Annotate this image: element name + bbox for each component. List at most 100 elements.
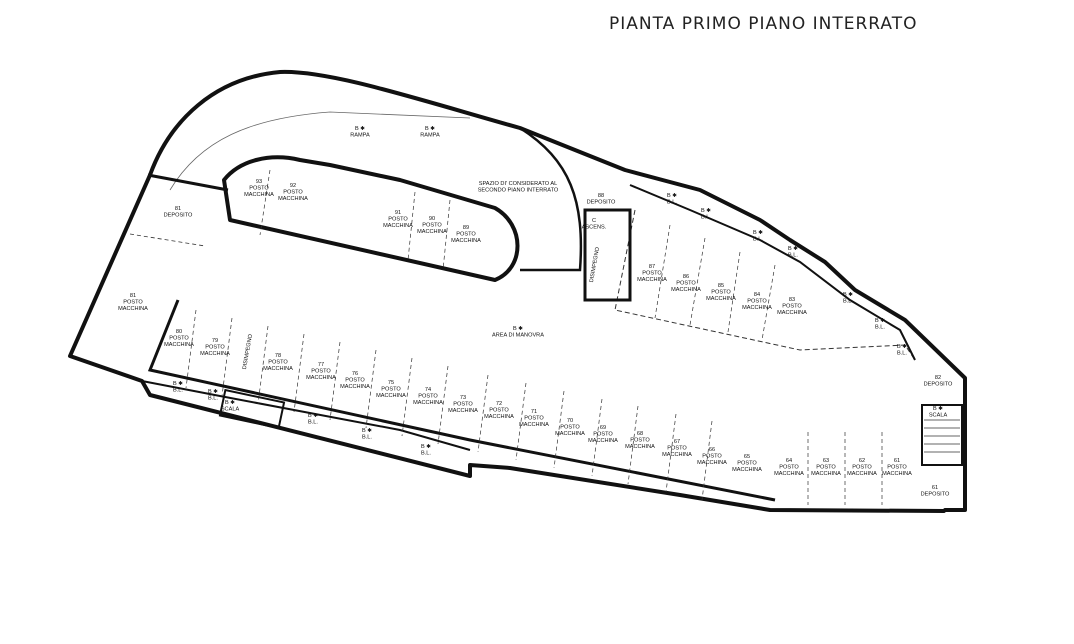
area-label-line: B.L. — [362, 435, 372, 441]
area-label-line: B ✱ — [897, 343, 907, 350]
area-label-line: MACCHINA — [742, 305, 772, 311]
area-label-line: POSTO — [667, 446, 687, 452]
area-label-line: B.L. — [897, 351, 907, 357]
area-label-line: MACCHINA — [164, 342, 194, 348]
stall-divider — [553, 390, 565, 469]
service-core-wall — [583, 208, 632, 302]
area-label-line: MACCHINA — [306, 375, 336, 381]
area-label-line: 67 — [674, 439, 680, 445]
stall-divider — [761, 264, 776, 341]
area-label-bl-3: B ✱B.L. — [308, 412, 318, 426]
area-label-line: 70 — [567, 418, 573, 424]
area-label-bl-9: B ✱B.L. — [788, 245, 798, 259]
area-label-line: MACCHINA — [200, 351, 230, 357]
area-label-line: MACCHINA — [278, 196, 308, 202]
area-label-line: DEPOSITO — [924, 382, 953, 388]
stall-divider — [701, 420, 713, 501]
area-label-bl-10: B ✱B.L. — [843, 291, 853, 305]
area-label-line: 73 — [460, 395, 466, 401]
area-label-line: 89 — [463, 225, 469, 231]
area-label-line: POSTO — [422, 223, 442, 229]
area-label-line: B.L. — [843, 299, 853, 305]
area-label-line: MACCHINA — [637, 277, 667, 283]
area-label-line: ASCENS. — [582, 225, 607, 231]
stall-divider — [665, 413, 677, 493]
stall-divider — [407, 191, 416, 261]
area-label-line: DISIMPEGNO — [589, 246, 601, 283]
stall-divider — [293, 333, 305, 413]
area-label-line: B.L. — [308, 420, 318, 426]
area-label-line: POSTO — [418, 394, 438, 400]
area-label-line: 66 — [709, 447, 715, 453]
ramp-lane — [169, 111, 471, 191]
area-label-line: RAMPA — [350, 133, 370, 139]
area-label-line: AREA DI MANOVRA — [492, 333, 544, 339]
area-label-line: B.L. — [753, 237, 763, 243]
area-label-manovra: B ✱AREA DI MANOVRA — [492, 325, 544, 339]
area-label-line: 84 — [754, 292, 760, 298]
area-label-line: 81 — [175, 206, 181, 212]
area-label-line: 88 — [598, 193, 604, 199]
area-label-disimpegno: DISIMPEGNO — [589, 246, 601, 283]
area-label-line: 92 — [290, 183, 296, 189]
area-label-line: MACCHINA — [777, 310, 807, 316]
stall-divider — [627, 405, 639, 485]
area-label-line: MACCHINA — [671, 287, 701, 293]
area-label-line: MACCHINA — [383, 223, 413, 229]
area-label-bl-12: B ✱B.L. — [897, 343, 907, 357]
area-label-line: B ✱ — [421, 443, 431, 450]
area-label-line: MACCHINA — [484, 414, 514, 420]
left-stair — [218, 388, 286, 430]
area-label-line: MACCHINA — [118, 306, 148, 312]
area-label-line: MACCHINA — [882, 471, 912, 477]
stall-divider — [515, 382, 527, 461]
lower-left-wall — [147, 299, 776, 502]
area-label-line: 76 — [352, 371, 358, 377]
area-label-line: B ✱ — [753, 229, 763, 236]
plan-title: PIANTA PRIMO PIANO INTERRATO — [609, 14, 918, 34]
area-label-line: POSTO — [630, 438, 650, 444]
area-label-line: 69 — [600, 425, 606, 431]
area-label-line: SCALA — [221, 407, 240, 413]
area-label-line: MACCHINA — [519, 422, 549, 428]
area-label-bl-6: B ✱B.L. — [667, 192, 677, 206]
area-label-line: B ✱ — [355, 125, 365, 132]
area-label-line: B ✱ — [788, 245, 798, 252]
area-label-line: MACCHINA — [451, 238, 481, 244]
ramp-curve — [519, 126, 583, 272]
area-label-line: 62 — [859, 458, 865, 464]
stall-divider — [442, 199, 451, 271]
area-label-line: 79 — [212, 338, 218, 344]
area-label-line: MACCHINA — [340, 384, 370, 390]
area-label-line: 82 — [935, 375, 941, 381]
area-label-line: RAMPA — [420, 133, 440, 139]
stall-divider — [591, 398, 603, 477]
area-label-line: B ✱ — [513, 325, 523, 332]
area-label-line: POSTO — [249, 186, 269, 192]
area-label-line: POSTO — [676, 281, 696, 287]
area-label-line: POSTO — [737, 461, 757, 467]
area-label-line: 80 — [176, 329, 182, 335]
stall-divider — [437, 365, 449, 445]
area-label-bl-8: B ✱B.L. — [753, 229, 763, 243]
area-label-line: 87 — [649, 264, 655, 270]
area-label-line: B.L. — [208, 396, 218, 402]
